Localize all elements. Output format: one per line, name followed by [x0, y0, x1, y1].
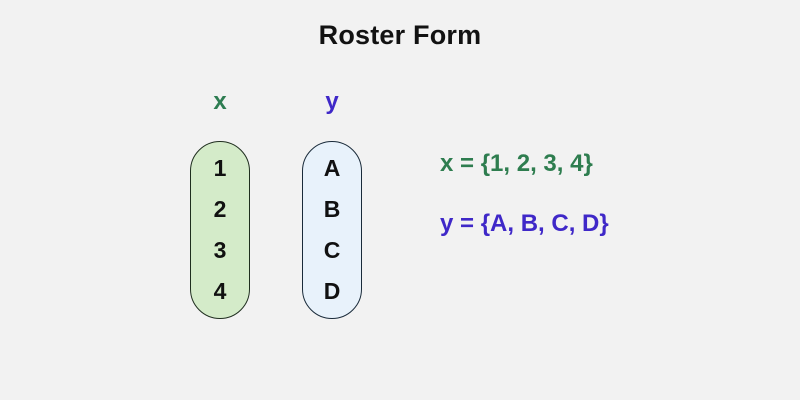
equations-block: x = {1, 2, 3, 4} y = {A, B, C, D} — [440, 152, 609, 236]
set-element: 1 — [213, 155, 227, 181]
set-group-x: x 1 2 3 4 — [190, 90, 250, 319]
set-label-y: y — [325, 88, 339, 115]
set-group-y: y A B C D — [302, 90, 362, 319]
set-element: B — [323, 196, 341, 222]
equation-x: x = {1, 2, 3, 4} — [440, 150, 593, 177]
set-label-x: x — [213, 88, 227, 115]
set-element: 2 — [213, 196, 227, 222]
set-element: D — [323, 278, 341, 304]
set-element: 4 — [213, 278, 227, 304]
set-oval-y: A B C D — [302, 141, 362, 319]
page-title: Roster Form — [318, 20, 482, 50]
set-element: 3 — [213, 237, 227, 263]
set-element: C — [323, 237, 341, 263]
equation-y: y = {A, B, C, D} — [440, 210, 609, 237]
set-oval-x: 1 2 3 4 — [190, 141, 250, 319]
set-element: A — [323, 155, 341, 181]
